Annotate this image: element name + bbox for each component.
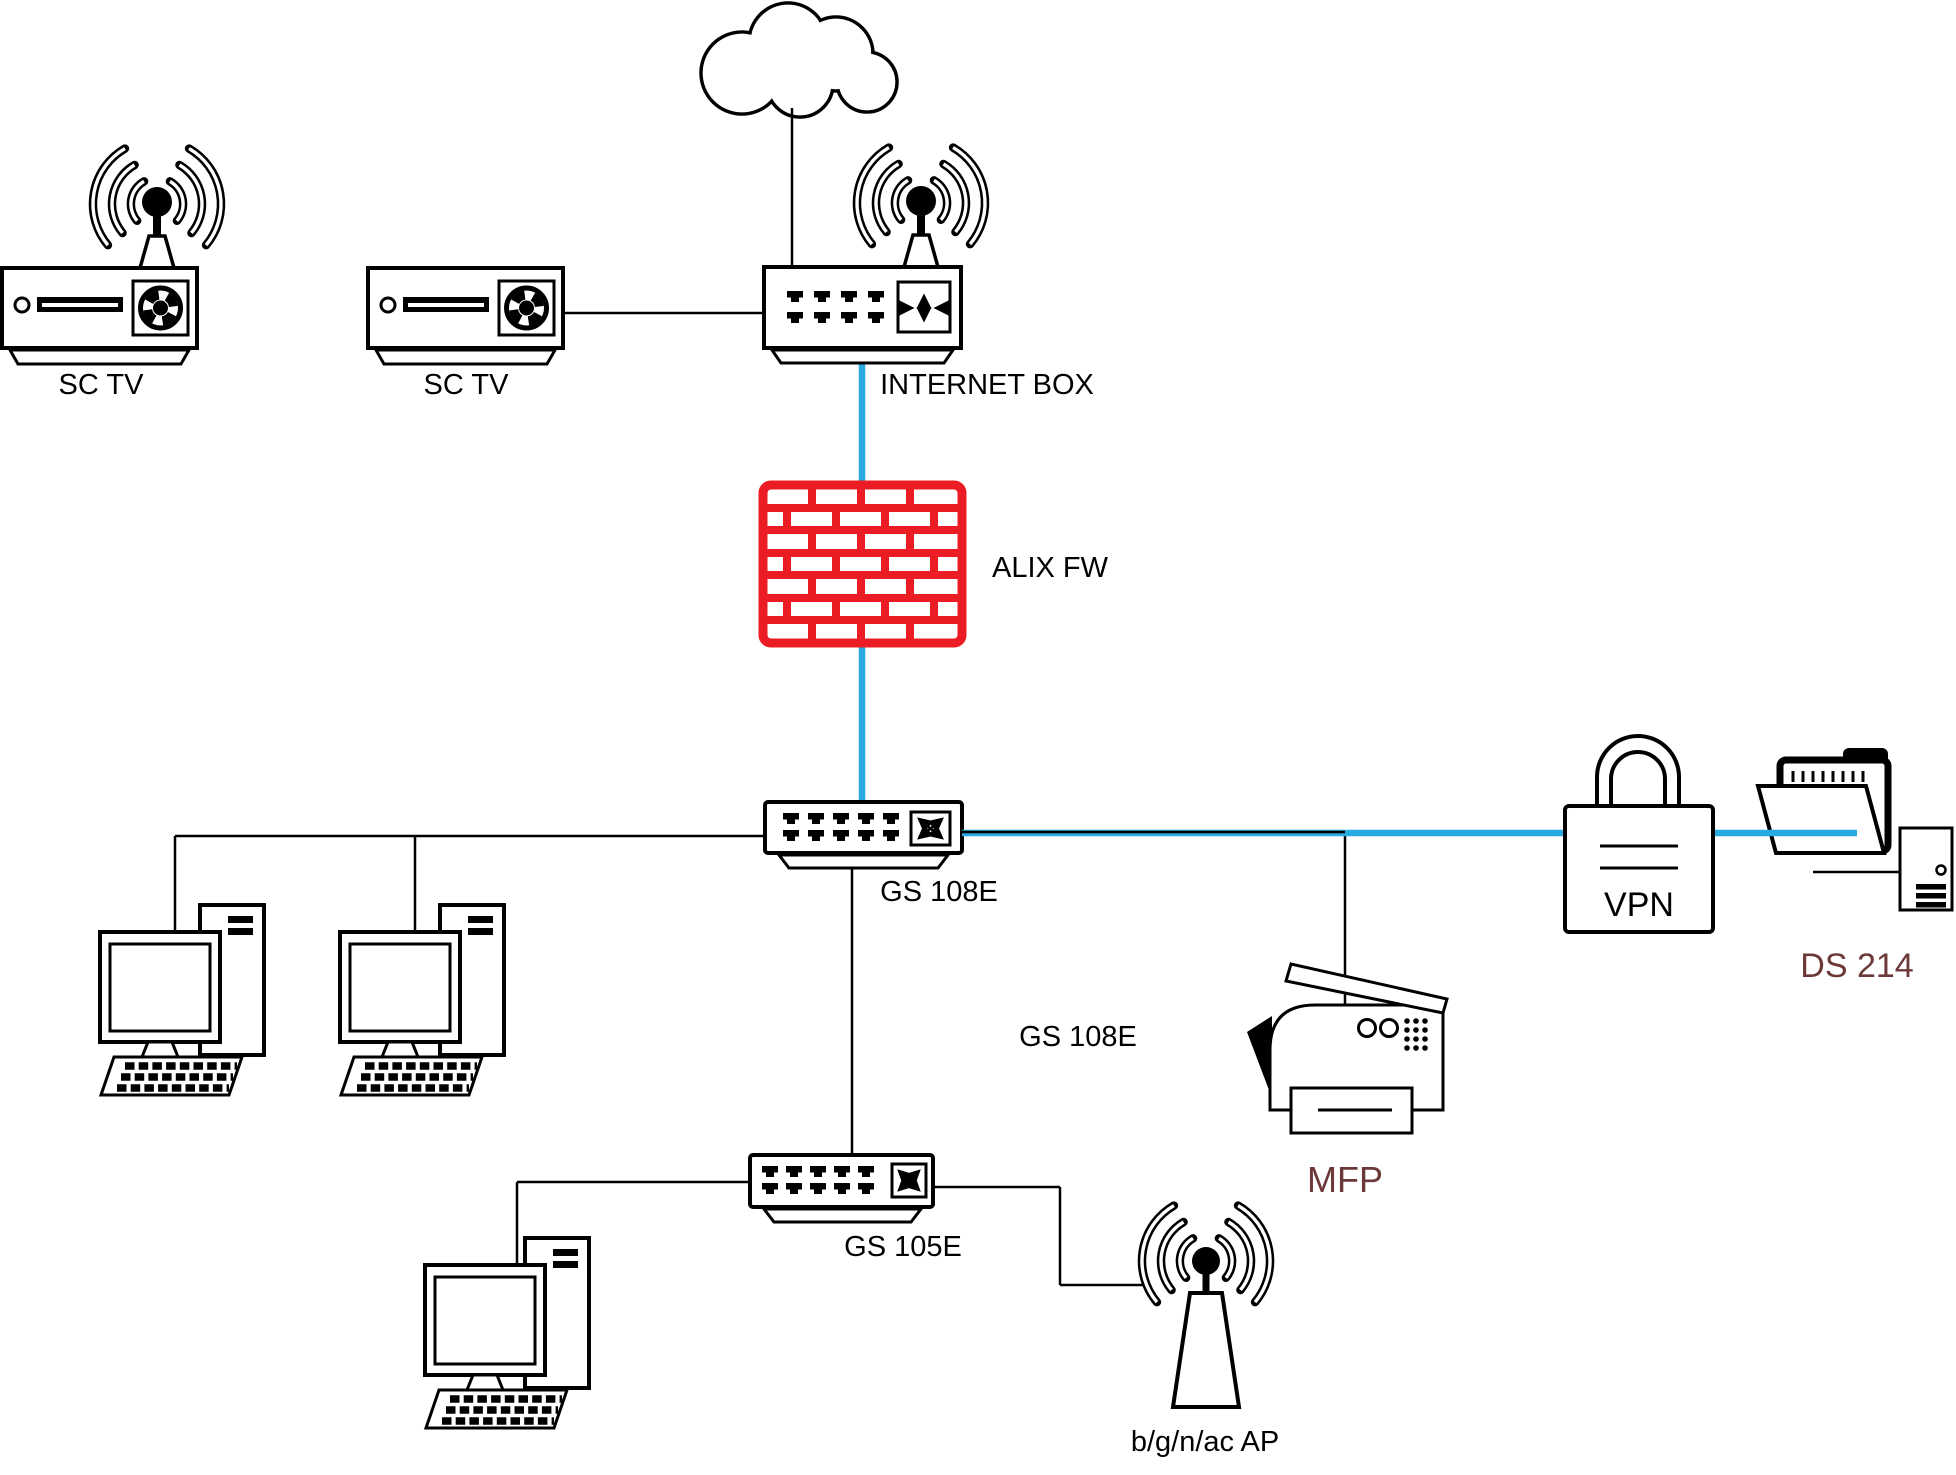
vpn-lock-icon: VPN — [1563, 734, 1715, 934]
nas — [1755, 748, 1954, 912]
router-icon — [896, 280, 952, 334]
settop-box-icon — [2, 268, 197, 364]
internet-cloud-icon — [699, 1, 899, 119]
gs105e-label: GS 105E — [844, 1231, 962, 1263]
switch-icon — [890, 1162, 928, 1199]
sctv1-label: SC TV — [59, 369, 145, 401]
gs108e-switch — [763, 800, 964, 870]
nas-label: DS 214 — [1800, 947, 1913, 985]
gs108e-secondary-label: GS 108E — [1019, 1021, 1137, 1053]
desktop-pc-3 — [425, 1238, 589, 1428]
mfp-printer-icon — [1247, 962, 1449, 1135]
desktop-pc-1 — [100, 905, 264, 1095]
firewall-icon — [758, 480, 967, 648]
wan-links — [563, 108, 794, 315]
gs108e-label: GS 108E — [880, 876, 998, 908]
firewall-label: ALIX FW — [992, 552, 1109, 584]
sctv2-label: SC TV — [424, 369, 510, 401]
access-point-label: b/g/n/ac AP — [1131, 1426, 1279, 1458]
lan-links — [173, 832, 1347, 1287]
ap-cone-icon — [1170, 1291, 1242, 1409]
desktop-pc-2 — [340, 905, 504, 1095]
internet-box-label: INTERNET BOX — [880, 369, 1094, 401]
internet-box — [762, 144, 993, 365]
sctv-1 — [2, 145, 229, 364]
switch-icon — [909, 810, 952, 847]
access-point — [1134, 1202, 1277, 1409]
folder-icon — [1755, 748, 1892, 855]
settop-box-icon — [368, 268, 563, 364]
mfp-label: MFP — [1307, 1159, 1383, 1200]
gs105e-switch — [748, 1153, 935, 1224]
antenna-icon — [138, 185, 176, 270]
server-icon — [1898, 826, 1954, 912]
vpn-label: VPN — [1604, 886, 1674, 924]
sctv-2 — [368, 268, 563, 364]
antenna-icon — [902, 184, 940, 269]
